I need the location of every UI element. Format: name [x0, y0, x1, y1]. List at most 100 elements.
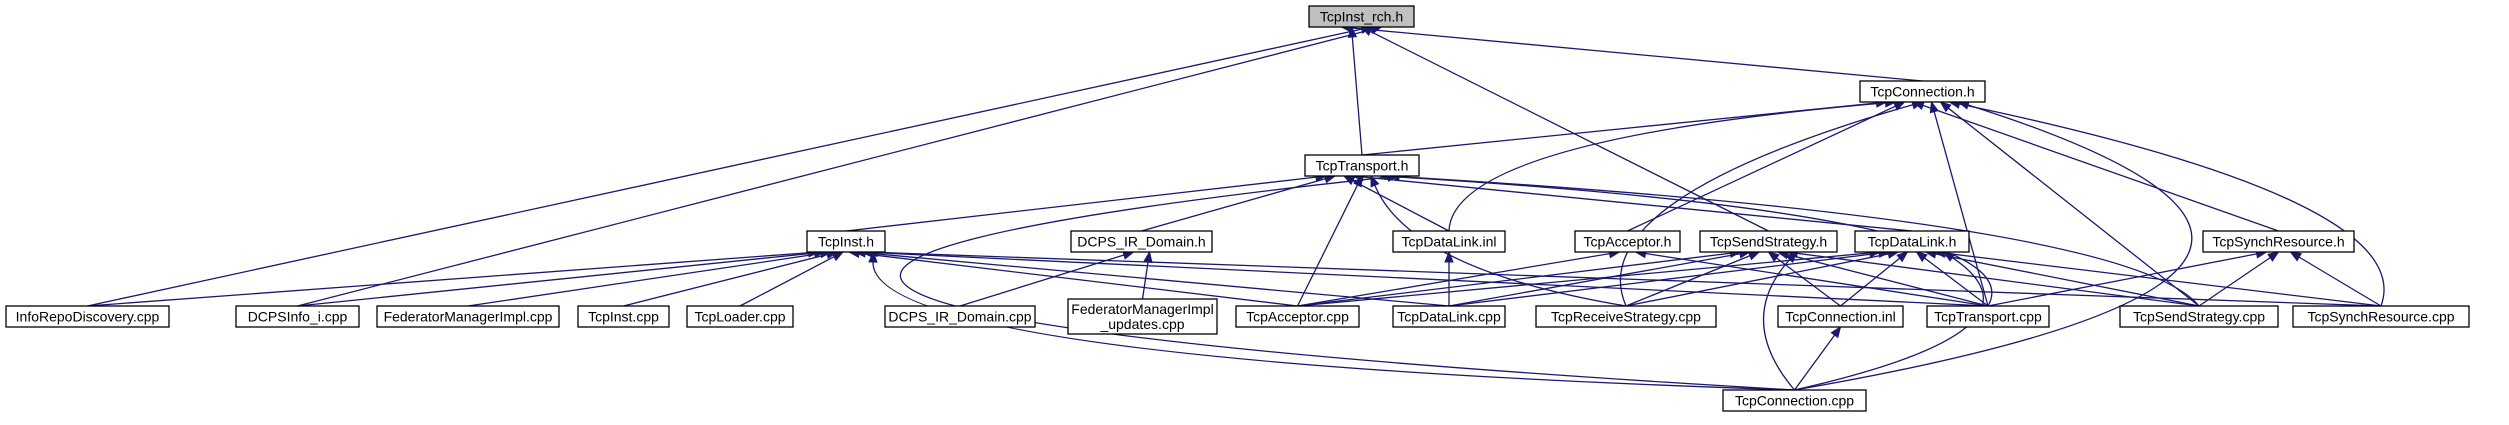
- edge-line: [1297, 253, 1610, 307]
- node-tcpsynchresource-cpp[interactable]: TcpSynchResource.cpp: [2292, 305, 2470, 328]
- edge-tcpsendstrategy-cpp-to-tcpsynchresource-h: [2198, 251, 2280, 307]
- node-tcpconnection-h[interactable]: TcpConnection.h: [1859, 80, 1986, 103]
- arrowhead: [2267, 251, 2280, 262]
- node-label: TcpDataLink.h: [1868, 234, 1957, 250]
- node-box: [1392, 230, 1506, 253]
- node-box: [2119, 305, 2279, 328]
- edge-line: [1370, 30, 1769, 232]
- edge-tcpconnection-inl-to-tcpdatalink-h: [1840, 251, 1909, 307]
- edge-line: [297, 252, 815, 307]
- edge-tcpsendstrategy-h-to-tcpinst-rch-h: [1360, 26, 1769, 232]
- node-box: [806, 230, 886, 253]
- edge-line: [1933, 111, 1989, 307]
- node-box: [5, 305, 170, 328]
- node-tcpreceivestrategy-cpp[interactable]: TcpReceiveStrategy.cpp: [1535, 305, 1717, 328]
- edge-line: [1840, 257, 1901, 307]
- node-label: TcpInst.cpp: [588, 309, 659, 325]
- arrowhead: [1939, 101, 1952, 113]
- edge-line: [1351, 36, 1363, 156]
- edge-line: [1625, 253, 1889, 307]
- node-tcpsendstrategy-h[interactable]: TcpSendStrategy.h: [1699, 230, 1838, 253]
- arrowhead: [1830, 325, 1842, 339]
- edge-line: [1297, 252, 1871, 307]
- node-dcps-ir-domain-h[interactable]: DCPS_IR_Domain.h: [1070, 230, 1213, 253]
- edge-tcpconnection-cpp-to-tcpinst-h: [868, 250, 1795, 391]
- node-tcptransport-h[interactable]: TcpTransport.h: [1304, 154, 1420, 177]
- node-federatormanagerimpl-cpp[interactable]: FederatorManagerImpl.cpp: [376, 305, 560, 328]
- node-tcpsynchresource-h[interactable]: TcpSynchResource.h: [2202, 230, 2355, 253]
- edge-line: [872, 261, 1795, 391]
- edge-dcps-ir-domain-cpp-to-dcps-ir-domain-h: [959, 250, 1135, 307]
- node-tcpconnection-cpp[interactable]: TcpConnection.cpp: [1722, 389, 1867, 412]
- edge-tcpacceptor-h-to-tcpconnection-h: [1627, 101, 1906, 232]
- edge-line: [871, 251, 1989, 307]
- edge-tcpdatalink-cpp-to-tcpinst-h: [853, 248, 1450, 307]
- edge-inforepodiscovery-cpp-to-tcpinst-rch-h: [87, 24, 1373, 307]
- node-label: TcpLoader.cpp: [694, 309, 785, 325]
- edge-line: [623, 253, 828, 307]
- edge-line: [858, 252, 1298, 307]
- edge-line: [959, 254, 1125, 307]
- edge-line: [1762, 258, 1795, 391]
- node-dcpsinfo-i-cpp[interactable]: DCPSInfo_i.cpp: [235, 305, 360, 328]
- edge-line: [1922, 104, 2279, 232]
- arrowhead: [1785, 251, 1798, 263]
- arrowhead: [1915, 251, 1928, 263]
- node-box: [1235, 305, 1360, 328]
- node-tcpacceptor-cpp[interactable]: TcpAcceptor.cpp: [1235, 305, 1360, 328]
- edge-line: [87, 28, 1362, 307]
- node-box: [577, 305, 670, 328]
- edge-line: [899, 176, 1795, 391]
- edge-line: [297, 28, 1372, 307]
- edge-tcpinst-h-to-tcptransport-h: [845, 172, 1328, 232]
- edge-line: [1987, 253, 2257, 307]
- arrowhead: [1929, 100, 1939, 114]
- arrowhead: [868, 250, 878, 263]
- node-tcpdatalink-inl[interactable]: TcpDataLink.inl: [1392, 230, 1506, 253]
- node-box: [235, 305, 360, 328]
- node-inforepodiscovery-cpp[interactable]: InfoRepoDiscovery.cpp: [5, 305, 170, 328]
- edge-tcpacceptor-cpp-to-tcptransport-h: [1296, 174, 1363, 307]
- node-tcpdatalink-h[interactable]: TcpDataLink.h: [1854, 230, 1970, 253]
- edge-line: [1625, 255, 1751, 307]
- node-tcpinst-rch-h[interactable]: TcpInst_rch.h: [1308, 5, 1415, 28]
- edge-line: [1924, 257, 1989, 307]
- edge-line: [1296, 184, 1359, 307]
- node-label: DCPSInfo_i.cpp: [248, 309, 348, 325]
- node-tcpinst-h[interactable]: TcpInst.h: [806, 230, 886, 253]
- node-tcpdatalink-cpp[interactable]: TcpDataLink.cpp: [1392, 305, 1506, 328]
- node-label: TcpConnection.inl: [1785, 309, 1896, 325]
- node-dcps-ir-domain-cpp[interactable]: DCPS_IR_Domain.cpp: [884, 305, 1036, 328]
- node-tcpsendstrategy-cpp[interactable]: TcpSendStrategy.cpp: [2119, 305, 2279, 328]
- edge-line: [1297, 252, 1731, 307]
- edge-tcpconnection-cpp-to-tcpconnection-inl: [1793, 325, 1842, 391]
- edge-tcpsynchresource-cpp-to-tcpsynchresource-h: [2289, 251, 2382, 307]
- edge-line: [1627, 105, 1896, 232]
- node-tcpinst-cpp[interactable]: TcpInst.cpp: [577, 305, 670, 328]
- node-label: TcpSendStrategy.cpp: [2133, 309, 2265, 325]
- edge-line: [1959, 103, 2385, 307]
- node-box: [2292, 305, 2470, 328]
- node-box: [1859, 80, 1986, 103]
- edge-line: [1935, 253, 2200, 307]
- node-federatormanagerimpl-updates-cpp[interactable]: FederatorManagerImpl_updates.cpp: [1067, 298, 1218, 335]
- node-tcpconnection-inl[interactable]: TcpConnection.inl: [1777, 305, 1904, 328]
- node-label: TcpAcceptor.h: [1584, 234, 1672, 250]
- edge-line: [1374, 184, 1627, 307]
- node-label: FederatorManagerImpl: [1071, 301, 1213, 317]
- edge-tcptransport-cpp-to-tcpconnection-h: [1929, 100, 1989, 307]
- edge-line: [1645, 252, 1989, 307]
- edge-tcpacceptor-cpp-to-tcpacceptor-h: [1297, 249, 1621, 307]
- node-box: [1067, 298, 1218, 335]
- edge-line: [2198, 257, 2271, 307]
- node-label: TcpDataLink.inl: [1402, 234, 1497, 250]
- node-tcpacceptor-h[interactable]: TcpAcceptor.h: [1574, 230, 1681, 253]
- node-tcploader-cpp[interactable]: TcpLoader.cpp: [686, 305, 794, 328]
- node-box: [1699, 230, 1838, 253]
- edge-federatormanagerimpl-cpp-to-tcpinst-h: [467, 248, 833, 307]
- node-label: _updates.cpp: [1099, 316, 1184, 332]
- node-tcptransport-cpp[interactable]: TcpTransport.cpp: [1926, 305, 2050, 328]
- edge-line: [1352, 180, 1450, 232]
- edge-federatormanagerimpl-updates-cpp-to-dcps-ir-domain-h: [1141, 250, 1153, 300]
- edge-tcploader-cpp-to-tcpinst-h: [739, 251, 845, 307]
